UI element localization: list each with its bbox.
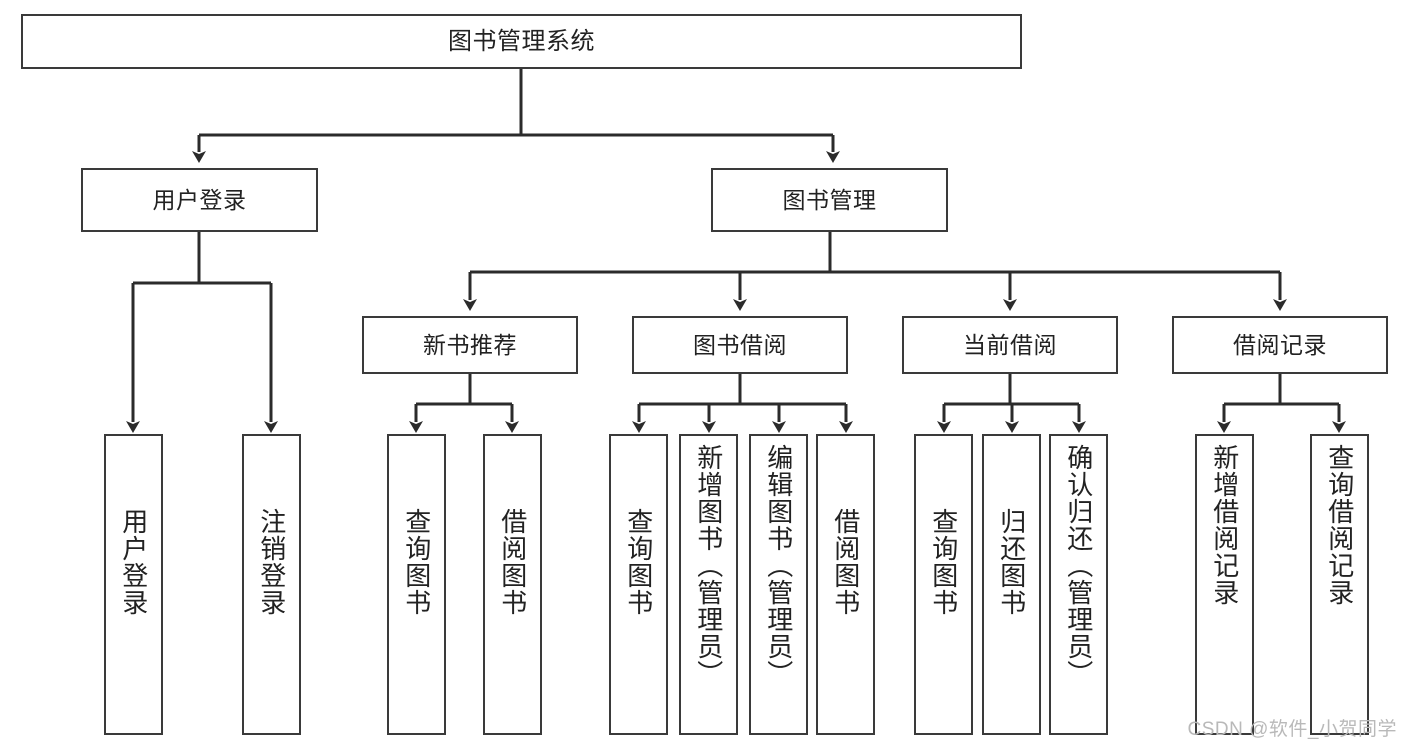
- node-label: 查询借阅记录: [1324, 444, 1355, 606]
- node-label: 查询图书: [623, 508, 654, 616]
- node-leaf-query-book-current[interactable]: 查询图书: [914, 434, 973, 735]
- node-leaf-add-borrow-record[interactable]: 新增借阅记录: [1195, 434, 1254, 735]
- node-label: 查询图书: [401, 508, 432, 616]
- node-root-library-system[interactable]: 图书管理系统: [21, 14, 1022, 69]
- node-current-borrow[interactable]: 当前借阅: [902, 316, 1118, 374]
- node-label: 新书推荐: [423, 331, 517, 358]
- node-book-borrow[interactable]: 图书借阅: [632, 316, 848, 374]
- watermark: CSDN @软件_小贺同学: [1187, 719, 1397, 740]
- node-label: 借阅图书: [497, 508, 528, 616]
- node-new-book-recommend[interactable]: 新书推荐: [362, 316, 578, 374]
- node-leaf-borrow-book-new[interactable]: 借阅图书: [483, 434, 542, 735]
- node-user-login[interactable]: 用户登录: [81, 168, 318, 232]
- node-label: 用户登录: [152, 186, 247, 213]
- node-label: 新增图书（管理员）: [693, 444, 724, 687]
- node-label: 编辑图书（管理员）: [763, 444, 794, 687]
- node-label: 归还图书: [996, 508, 1027, 616]
- node-leaf-edit-book-admin[interactable]: 编辑图书（管理员）: [749, 434, 808, 735]
- node-leaf-query-book[interactable]: 查询图书: [609, 434, 668, 735]
- node-label: 注销登录: [256, 508, 287, 616]
- node-label: 当前借阅: [963, 331, 1057, 358]
- node-label: 借阅记录: [1233, 331, 1327, 358]
- node-label: 用户登录: [118, 508, 149, 616]
- node-label: 确认归还（管理员）: [1063, 444, 1094, 687]
- node-label: 图书借阅: [693, 331, 787, 358]
- node-leaf-return-book[interactable]: 归还图书: [982, 434, 1041, 735]
- node-leaf-user-login[interactable]: 用户登录: [104, 434, 163, 735]
- node-label: 新增借阅记录: [1209, 444, 1240, 606]
- node-leaf-add-book-admin[interactable]: 新增图书（管理员）: [679, 434, 738, 735]
- node-borrow-record[interactable]: 借阅记录: [1172, 316, 1388, 374]
- node-leaf-confirm-return-admin[interactable]: 确认归还（管理员）: [1049, 434, 1108, 735]
- node-label: 查询图书: [928, 508, 959, 616]
- node-leaf-logout[interactable]: 注销登录: [242, 434, 301, 735]
- node-leaf-query-book-new[interactable]: 查询图书: [387, 434, 446, 735]
- node-leaf-query-borrow-record[interactable]: 查询借阅记录: [1310, 434, 1369, 735]
- node-label: 图书管理系统: [448, 27, 595, 55]
- node-label: 借阅图书: [830, 508, 861, 616]
- node-leaf-borrow-book[interactable]: 借阅图书: [816, 434, 875, 735]
- node-label: 图书管理: [782, 186, 877, 213]
- node-book-management[interactable]: 图书管理: [711, 168, 948, 232]
